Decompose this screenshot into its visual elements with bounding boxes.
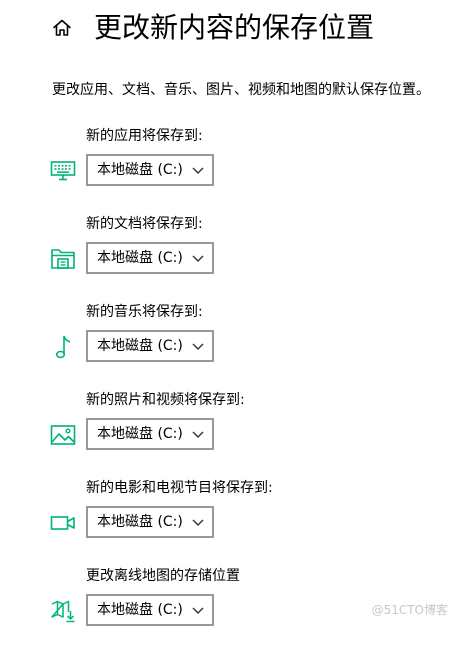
home-button[interactable] bbox=[48, 14, 76, 42]
chevron-down-icon bbox=[192, 343, 204, 350]
section-documents: 新的文档将保存到: 本地磁盘 (C:) bbox=[0, 214, 456, 284]
page-description: 更改应用、文档、音乐、图片、视频和地图的默认保存位置。 bbox=[52, 82, 430, 98]
chevron-down-icon bbox=[192, 255, 204, 262]
chevron-down-icon bbox=[192, 167, 204, 174]
movies-tv-location-value: 本地磁盘 (C:) bbox=[97, 514, 183, 530]
documents-location-dropdown[interactable]: 本地磁盘 (C:) bbox=[86, 242, 214, 274]
section-music: 新的音乐将保存到: 本地磁盘 (C:) bbox=[0, 302, 456, 372]
section-movies-tv: 新的电影和电视节目将保存到: 本地磁盘 (C:) bbox=[0, 478, 456, 548]
folder-document-icon bbox=[50, 246, 76, 272]
chevron-down-icon bbox=[192, 431, 204, 438]
chevron-down-icon bbox=[192, 607, 204, 614]
section-label-music: 新的音乐将保存到: bbox=[86, 304, 203, 320]
offline-maps-location-dropdown[interactable]: 本地磁盘 (C:) bbox=[86, 594, 214, 626]
home-icon bbox=[53, 19, 71, 36]
music-location-dropdown[interactable]: 本地磁盘 (C:) bbox=[86, 330, 214, 362]
photos-videos-location-value: 本地磁盘 (C:) bbox=[97, 426, 183, 442]
section-label-apps: 新的应用将保存到: bbox=[86, 128, 203, 144]
chevron-down-icon bbox=[192, 519, 204, 526]
section-label-movies-tv: 新的电影和电视节目将保存到: bbox=[86, 480, 273, 496]
section-apps: 新的应用将保存到: 本地磁盘 (C:) bbox=[0, 126, 456, 196]
music-note-icon bbox=[50, 334, 76, 360]
section-photos-videos: 新的照片和视频将保存到: 本地磁盘 (C:) bbox=[0, 390, 456, 460]
apps-location-value: 本地磁盘 (C:) bbox=[97, 162, 183, 178]
header: 更改新内容的保存位置 bbox=[0, 0, 456, 60]
monitor-keyboard-icon bbox=[50, 158, 76, 184]
offline-maps-location-value: 本地磁盘 (C:) bbox=[97, 602, 183, 618]
apps-location-dropdown[interactable]: 本地磁盘 (C:) bbox=[86, 154, 214, 186]
page-title: 更改新内容的保存位置 bbox=[94, 11, 375, 44]
video-camera-icon bbox=[50, 510, 76, 536]
music-location-value: 本地磁盘 (C:) bbox=[97, 338, 183, 354]
section-offline-maps: 更改离线地图的存储位置 本地磁盘 (C:) bbox=[0, 566, 456, 636]
map-download-icon bbox=[50, 598, 76, 624]
section-label-photos-videos: 新的照片和视频将保存到: bbox=[86, 392, 245, 408]
picture-icon bbox=[50, 422, 76, 448]
documents-location-value: 本地磁盘 (C:) bbox=[97, 250, 183, 266]
section-label-offline-maps: 更改离线地图的存储位置 bbox=[86, 568, 240, 584]
movies-tv-location-dropdown[interactable]: 本地磁盘 (C:) bbox=[86, 506, 214, 538]
section-label-documents: 新的文档将保存到: bbox=[86, 216, 203, 232]
watermark: @51CTO博客 bbox=[371, 603, 448, 617]
photos-videos-location-dropdown[interactable]: 本地磁盘 (C:) bbox=[86, 418, 214, 450]
